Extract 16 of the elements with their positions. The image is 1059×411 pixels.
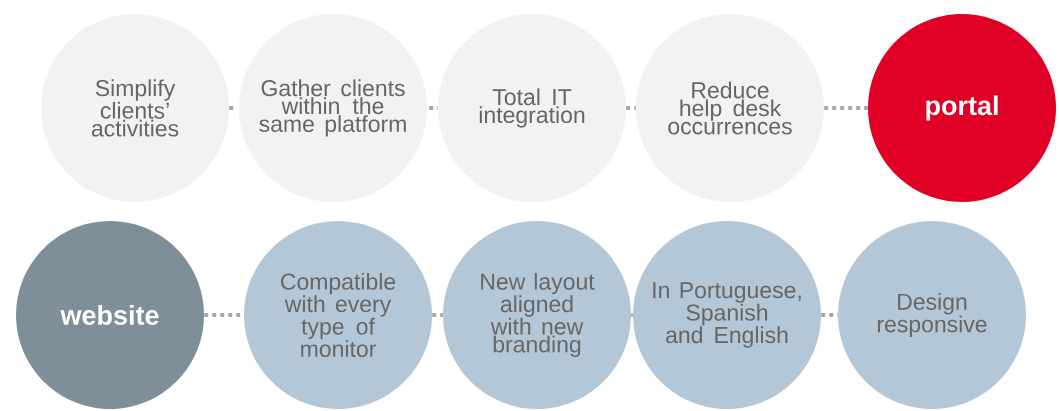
circle-node: Design responsive <box>838 221 1026 409</box>
circle-node: portal <box>868 14 1056 202</box>
circle-node: website <box>16 221 204 409</box>
dotted-connector <box>432 313 443 317</box>
circle-node: Gather clients within the same platform <box>239 14 427 202</box>
dotted-connector <box>824 106 868 110</box>
circle-node: New layout aligned with new branding <box>443 221 631 409</box>
circle-node: Reduce help desk occurrences <box>636 14 824 202</box>
circle-node: Simplify clients’ activities <box>41 14 229 202</box>
dotted-connector <box>429 106 438 110</box>
dotted-connector <box>626 106 636 110</box>
circle-node: Compatible with every type of monitor <box>244 221 432 409</box>
dotted-connector <box>821 313 838 317</box>
circle-node: In Portuguese, Spanish and English <box>633 221 821 409</box>
circle-node: Total IT integration <box>438 14 626 202</box>
dotted-connector <box>631 313 633 317</box>
